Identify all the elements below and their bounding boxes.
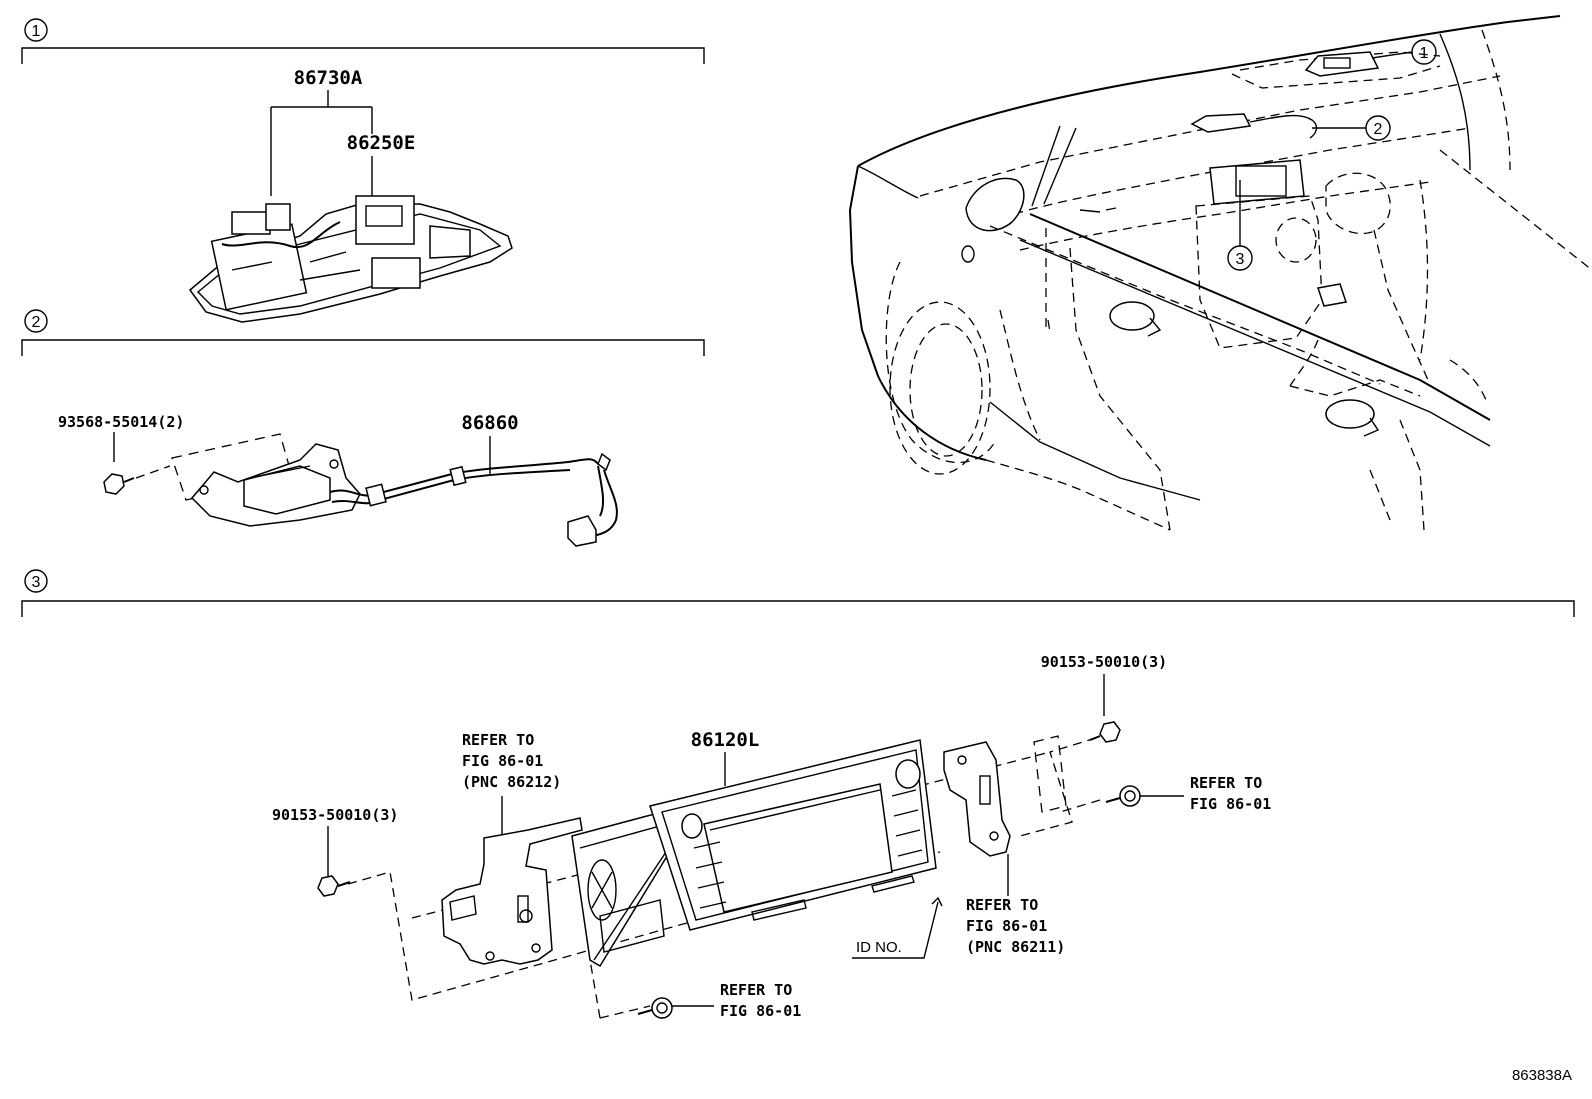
bolt-bottom-illustration (637, 997, 673, 1019)
vehicle-overview-illustration (848, 15, 1592, 531)
part-label-86250e: 86250E (347, 132, 416, 154)
part-label-90153-50010-left: 90153-50010(3) (272, 806, 398, 824)
right-bracket-illustration (943, 735, 1067, 857)
cooling-fan-icon (587, 859, 617, 921)
overview-callouts: 1 2 3 (1227, 39, 1437, 271)
module-86860-illustration (190, 443, 618, 547)
section-3: 3 90153-50010(3) 86120L REFER TO FIG 86-… (21, 569, 1575, 1020)
refer-left-line-2: FIG 86-01 (462, 752, 543, 770)
install-line-3c (589, 959, 651, 1019)
callout-1-marker (1411, 39, 1437, 65)
section-1-bracket (21, 47, 705, 64)
section-2: 2 93568-55014(2) 86860 (21, 309, 705, 547)
refer-right-bottom-line-3: (PNC 86211) (966, 938, 1065, 956)
leader-id-no (852, 901, 939, 959)
callout-3-number: 3 (1236, 251, 1245, 268)
part-label-93568-55014: 93568-55014(2) (58, 413, 184, 431)
callout-2-number: 2 (1374, 121, 1383, 138)
section-3-number: 3 (32, 574, 41, 591)
part-label-90153-50010-top: 90153-50010(3) (1041, 653, 1167, 671)
callout-2-marker (1365, 115, 1391, 141)
section-2-number: 2 (32, 314, 41, 331)
section-1-number: 1 (32, 23, 41, 40)
install-line-3d (1019, 737, 1097, 837)
screw-90153-top-illustration (1089, 721, 1121, 743)
callout-1-leader (1371, 51, 1413, 59)
figure-id: 863838A (1512, 1067, 1572, 1084)
console-lamp-assembly-illustration (188, 195, 513, 323)
refer-left-line-3: (PNC 86212) (462, 773, 561, 791)
id-no-label: ID NO. (856, 939, 902, 956)
refer-right-bottom-line-2: FIG 86-01 (966, 917, 1047, 935)
refer-left-line-1: REFER TO (462, 731, 534, 749)
section-2-bracket (21, 339, 705, 356)
install-line-2a (135, 465, 171, 479)
refer-right-bottom-line-1: REFER TO (966, 896, 1038, 914)
part-label-86120l: 86120L (691, 729, 760, 751)
callout-3-marker (1227, 245, 1253, 271)
section-2-marker (24, 309, 48, 333)
display-unit-86120l-illustration (571, 739, 937, 968)
callout-1-number: 1 (1420, 45, 1429, 62)
section-3-bracket (21, 600, 1575, 617)
section-1: 1 86730A 86250E (21, 18, 705, 323)
part-label-86860: 86860 (461, 412, 518, 434)
install-line-3e (1059, 799, 1101, 813)
leader-86730a (270, 90, 373, 196)
refer-bottom-line-1: REFER TO (720, 981, 792, 999)
bolt-93568-illustration (103, 473, 135, 495)
bolt-right-illustration (1105, 785, 1141, 807)
id-no-arrow (931, 896, 943, 907)
part-label-86730a: 86730A (294, 67, 363, 89)
section-1-marker (24, 18, 48, 42)
left-bracket-illustration (441, 817, 583, 965)
refer-right-top-line-2: FIG 86-01 (1190, 795, 1271, 813)
refer-right-top-line-1: REFER TO (1190, 774, 1262, 792)
section-3-marker (24, 569, 48, 593)
screw-90153-left-illustration (317, 875, 351, 897)
refer-bottom-line-2: FIG 86-01 (720, 1002, 801, 1020)
install-line-3a (347, 851, 941, 1001)
